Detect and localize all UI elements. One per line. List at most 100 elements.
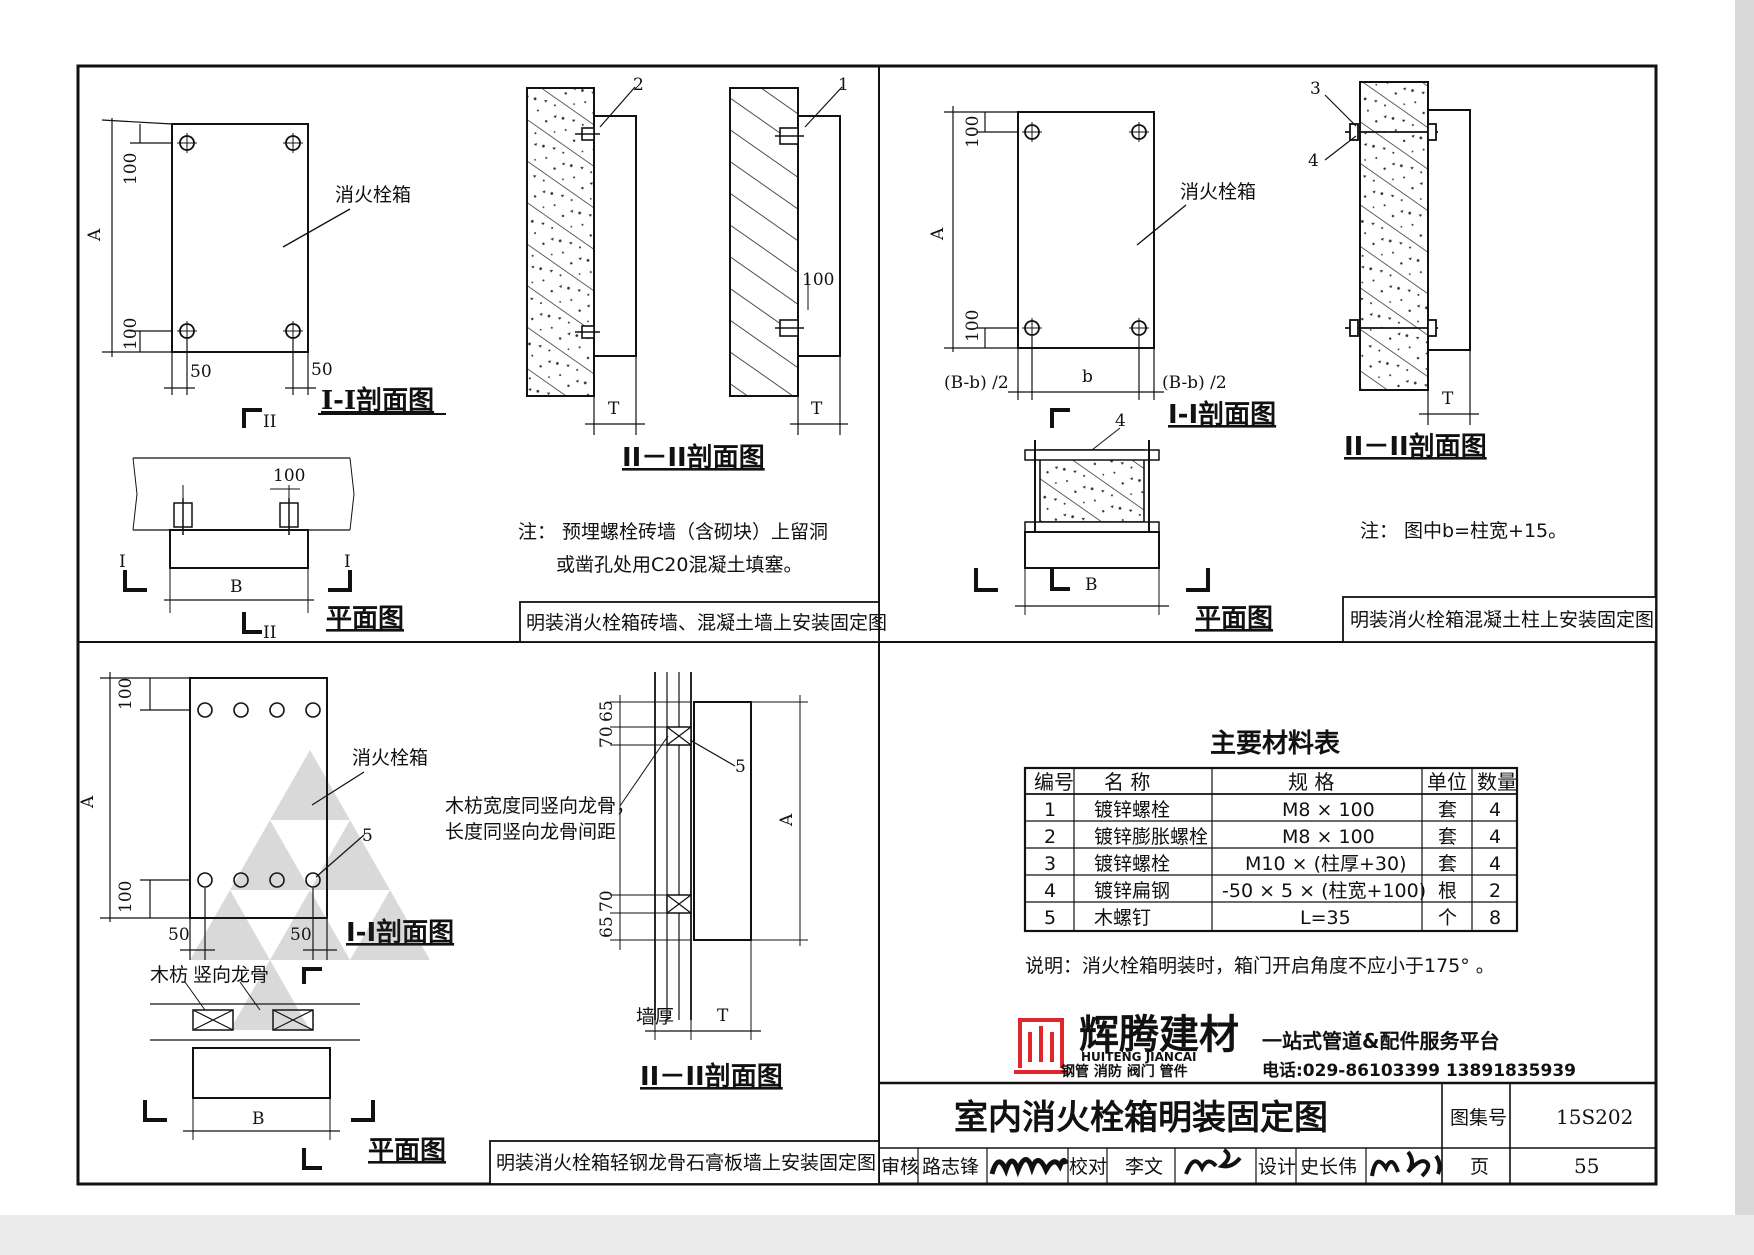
cell: 8 [1489,907,1501,929]
cell: 镀锌扁钢 [1094,880,1170,902]
callout-5: 5 [735,757,746,777]
title-block: 室内消火栓箱明装固定图 图集号 15S202 页 55 审核 路志锋 校对 李文… [879,1081,1656,1184]
review-name: 路志锋 [922,1156,979,1178]
cell: 4 [1489,853,1501,875]
dim-T: T [717,1006,729,1026]
section-title-1-1: I-I剖面图 [321,385,434,416]
wood-note-line-1: 木枋宽度同竖向龙骨， [445,795,635,817]
cell: 个 [1438,907,1457,929]
atlas-no-label: 图集号 [1450,1107,1507,1129]
note-line-1: 注： 预埋螺栓砖墙（含砌块）上留洞 [518,521,828,543]
section-title-1-1: I-I剖面图 [1168,399,1276,430]
hydrant-box-side-a [593,115,637,357]
brand-name: 辉腾建材 [1079,1012,1239,1058]
callout-4-plan: 4 [1115,411,1126,431]
cell: 5 [1044,907,1056,929]
dim-A: A [928,227,948,241]
brand-pinyin: HUITENG JIANCAI [1081,1050,1197,1064]
screw-holes [197,702,321,888]
dim-b: b [1082,367,1093,387]
cell: 镀锌膨胀螺栓 [1094,826,1208,848]
callout-4: 4 [1308,151,1319,171]
design-signature [1370,1150,1442,1178]
cell: 2 [1489,880,1501,902]
dim-A: A [78,795,98,809]
drawing-title: 室内消火栓箱明装固定图 [954,1098,1328,1138]
cell: L=35 [1300,907,1351,929]
cell: 根 [1438,880,1457,902]
materials-title: 主要材料表 [1210,729,1341,759]
brand-watermark: 辉腾建材 HUITENG JIANCAI 钢管 消防 阀门 管件 一站式管道&配… [1014,1012,1576,1081]
concrete-column-section [1359,81,1429,391]
callout-1: 1 [838,75,849,95]
callout-3: 3 [1310,79,1321,99]
dim-half-right: (B-b) /2 [1162,373,1227,393]
dim-100-top: 100 [121,153,141,185]
materials-panel: 主要材料表 编号 名 称 规 格 单位 数量 1 镀锌螺栓 M8 × 100 [1023,729,1519,977]
section-title-2-2: II－II剖面图 [1344,431,1487,462]
dim-50-right: 50 [311,360,333,380]
box-label: 消火栓箱 [335,184,411,206]
cell: 镀锌螺栓 [1094,799,1170,821]
hydrant-box-side-b [797,115,841,357]
dim-T-b: T [811,399,823,419]
design-name: 史长伟 [1300,1156,1357,1178]
col-header: 单位 [1427,770,1467,794]
cut-mark-II-bottom: II [263,623,276,643]
dim-T-a: T [608,399,620,419]
hydrant-box-front [171,123,309,353]
panel-caption: 明装消火栓箱轻钢龙骨石膏板墙上安装固定图 [496,1151,876,1174]
cell: M8 × 100 [1282,826,1375,848]
label-keel: 竖向龙骨 [193,964,269,986]
col-header: 编号 [1034,770,1074,794]
dim-100-bottom: 100 [963,310,983,342]
note: 注： 图中b=柱宽+15。 [1360,520,1567,542]
cell: 套 [1438,799,1457,821]
dim-70-bottom: 70 [597,890,617,912]
cut-mark-II-top: II [263,412,276,432]
box-label: 消火栓箱 [1180,181,1256,203]
callout-5-front: 5 [362,826,373,846]
materials-header: 编号 名 称 规 格 单位 数量 [1034,770,1517,794]
check-signature [1184,1148,1242,1175]
hydrant-box-side [1427,109,1471,351]
brand-slogan: 一站式管道&配件服务平台 [1262,1029,1499,1053]
cell: 镀锌螺栓 [1094,853,1170,875]
cell: M8 × 100 [1282,799,1375,821]
plan-dim-B: B [252,1109,265,1129]
callout-2: 2 [633,75,644,95]
cut-mark-I-left: I [119,552,126,572]
panel-brick-wall: 消火栓箱 100 100 A 50 50 I-I剖面图 [85,75,887,643]
cut-mark-I-right: I [344,552,351,572]
dim-half-left: (B-b) /2 [944,373,1009,393]
cell: 4 [1044,880,1056,902]
panel-concrete-column: 消火栓箱 100 100 A (B-b) /2 b (B-b) /2 I-I剖面… [928,79,1657,643]
col-header: 名 称 [1104,770,1150,794]
plan-title: 平面图 [1195,604,1273,634]
cell: 1 [1044,799,1056,821]
bolt-holes [177,133,303,341]
atlas-no: 15S202 [1556,1105,1633,1129]
plan-dim-100: 100 [273,466,305,486]
table-row: 3 镀锌螺栓 M10 × (柱厚+30) 套 4 [1044,853,1501,875]
design-label: 设计 [1258,1156,1296,1178]
table-row: 4 镀锌扁钢 -50 × 5 × (柱宽+100) 根 2 [1044,880,1501,902]
panel-caption: 明装消火栓箱砖墙、混凝土墙上安装固定图 [526,612,887,634]
dim-70-top: 70 [597,726,617,748]
dim-100-top: 100 [116,678,136,710]
cell: 4 [1489,826,1501,848]
dim-50-right: 50 [290,925,312,945]
dim-50-left: 50 [190,362,212,382]
brand-products: 钢管 消防 阀门 管件 [1061,1063,1188,1080]
page-no: 55 [1574,1154,1599,1178]
dim-50-left: 50 [168,925,190,945]
triangle-watermark [190,750,430,1030]
cell: 2 [1044,826,1056,848]
cell: -50 × 5 × (柱宽+100) [1222,880,1426,902]
table-row: 1 镀锌螺栓 M8 × 100 套 4 [1044,799,1501,821]
cell: 套 [1438,853,1457,875]
review-signature [989,1157,1069,1178]
table-row: 2 镀锌膨胀螺栓 M8 × 100 套 4 [1044,826,1501,848]
wood-note-line-2: 长度同竖向龙骨间距 [445,821,616,843]
